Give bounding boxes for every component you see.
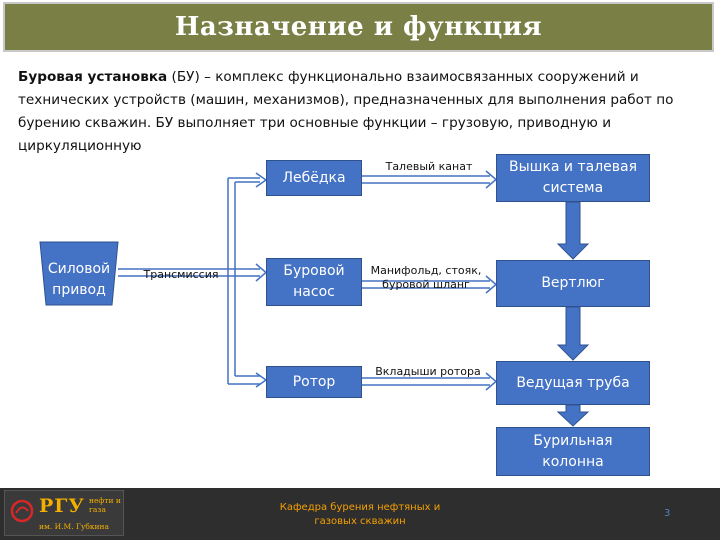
logo-subtitle: им. И.М. Губкина: [39, 522, 110, 531]
mud-pump-box: Буровой насос: [266, 258, 362, 306]
diagram-connectors: [39, 170, 590, 427]
power-drive-shape: [39, 241, 119, 306]
intro-paragraph: Буровая установка (БУ) – комплекс функци…: [18, 66, 708, 158]
arrow-derrick-swivel: [556, 201, 590, 260]
winch-box: Лебёдка: [266, 160, 362, 196]
logo-side-text: нефти и газа: [89, 496, 121, 514]
drill-string-box: Бурильная колонна: [496, 427, 650, 476]
logo-emblem-icon: [10, 499, 34, 523]
transmission-label: Трансмиссия: [143, 268, 219, 281]
page-title: Назначение и функция: [174, 12, 543, 42]
branch-lines: [227, 172, 268, 388]
title-bar: Назначение и функция: [3, 2, 714, 52]
rotor-bushings-label: Вкладыши ротора: [375, 365, 481, 378]
intro-term: Буровая установка: [18, 69, 168, 85]
power-drive-label: Силовой привод: [47, 261, 111, 298]
department-text: Кафедра бурения нефтяных и газовых скваж…: [279, 502, 441, 527]
page-number: 3: [664, 508, 671, 519]
rotor-box: Ротор: [266, 366, 362, 398]
swivel-box: Вертлюг: [496, 260, 650, 307]
intro-text: (БУ) – комплекс функционально взаимосвяз…: [18, 69, 674, 154]
manifold-label: Манифольд, стояк, буровой шланг: [370, 264, 482, 291]
kelly-box: Ведущая труба: [496, 361, 650, 405]
arrow-kelly-string: [556, 404, 590, 427]
footer: РГУ нефти и газа им. И.М. Губкина Кафедр…: [0, 488, 720, 540]
logo-name: РГУ: [39, 495, 85, 517]
derrick-box: Вышка и талевая система: [496, 154, 650, 202]
university-logo: РГУ нефти и газа им. И.М. Губкина: [4, 490, 124, 536]
hoist-line-label: Талевый канат: [385, 160, 473, 173]
arrow-swivel-kelly: [556, 306, 590, 361]
